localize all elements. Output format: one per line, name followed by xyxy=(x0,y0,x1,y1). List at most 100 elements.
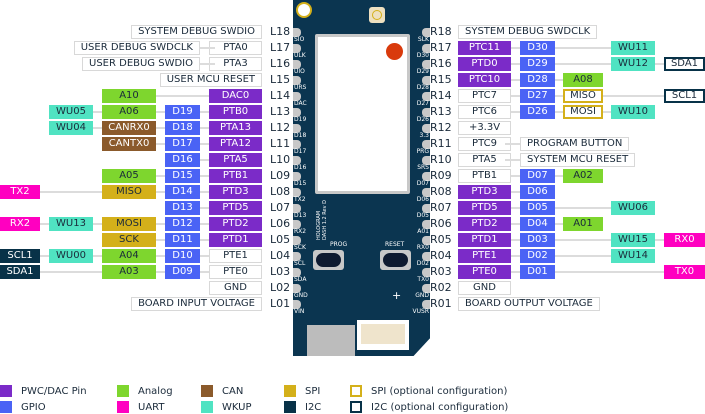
pin-label: L07 xyxy=(270,201,291,214)
pad-label: SDA xyxy=(294,276,307,283)
pin-pwm-box: PTA12 xyxy=(209,137,262,151)
pad-label: GND xyxy=(415,292,429,299)
pin-spi-box: SCK xyxy=(102,233,156,247)
pin-analog-box: A04 xyxy=(102,249,156,263)
legend-item-pwm: PWC/DAC Pin xyxy=(0,385,87,397)
pad-label: 3.3 xyxy=(419,132,429,139)
pin-analog-box: A03 xyxy=(102,265,156,279)
header-pad xyxy=(293,140,301,149)
header-pad xyxy=(422,28,430,37)
pin-plain-box: PTE1 xyxy=(209,249,262,263)
pin-label: L10 xyxy=(270,153,291,166)
pin-plain-box: GND xyxy=(209,281,262,295)
pin-wkup-box: WU14 xyxy=(611,249,655,263)
pad-label: D26 xyxy=(416,116,429,123)
pin-label: L15 xyxy=(270,73,291,86)
pin-wkup-box: WU00 xyxy=(49,249,93,263)
pin-wkup-box: WU04 xyxy=(49,121,93,135)
pad-label: D16 xyxy=(294,164,307,171)
pad-label: VUSR xyxy=(412,308,429,315)
pin-label: R04 xyxy=(430,249,452,262)
connector-line xyxy=(102,95,262,97)
pin-gpio-box: D16 xyxy=(165,153,200,167)
header-pad xyxy=(293,28,301,37)
legend-label: UART xyxy=(138,401,165,413)
legend-label: SPI (optional configuration) xyxy=(371,385,508,397)
prog-button[interactable] xyxy=(313,250,344,270)
header-pad xyxy=(293,172,301,181)
pin-label: R13 xyxy=(430,105,452,118)
pin-label: L08 xyxy=(270,185,291,198)
legend-item-analog: Analog xyxy=(117,385,173,397)
pad-label: SRS xyxy=(417,164,429,171)
pad-label: SCK xyxy=(294,244,306,251)
pin-label: L17 xyxy=(270,41,291,54)
pin-gpio-box: D13 xyxy=(165,201,200,215)
pad-label: ULK xyxy=(294,52,306,59)
pin-note: USER DEBUG SWDIO xyxy=(82,57,200,71)
pin-uart-box: TX0 xyxy=(664,265,705,279)
pin-pwm-box: DAC0 xyxy=(209,89,262,103)
plus-label: + xyxy=(392,289,402,302)
pin-plain-box: PTC9 xyxy=(458,137,511,151)
pin-plain-box: PTA0 xyxy=(209,41,262,55)
pin-label: R11 xyxy=(430,137,452,150)
pin-label: R10 xyxy=(430,153,452,166)
pin-gpio-box: D05 xyxy=(520,201,555,215)
pin-gpio-box: D03 xyxy=(520,233,555,247)
pin-i2c-opt-box: SCL1 xyxy=(664,89,705,103)
pin-note: BOARD INPUT VOLTAGE xyxy=(131,297,262,311)
header-pad xyxy=(293,76,301,85)
pin-wkup-box: WU06 xyxy=(611,201,655,215)
pad-label: RX0 xyxy=(416,244,429,251)
header-pad xyxy=(293,252,301,261)
pad-label: D15 xyxy=(294,180,307,187)
legend-label: GPIO xyxy=(21,401,46,413)
pad-label: RX2 xyxy=(294,228,307,235)
connector-line xyxy=(458,239,705,241)
pin-wkup-box: WU13 xyxy=(49,217,93,231)
silkscreen-text: HOLOGRAM DASH 1.2 Rev D xyxy=(316,200,328,240)
pin-pwm-box: PTD2 xyxy=(209,217,262,231)
reset-button[interactable] xyxy=(380,250,411,270)
pin-can-box: CANRX0 xyxy=(102,121,156,135)
pin-note: SYSTEM DEBUG SWDIO xyxy=(131,25,262,39)
pin-pwm-box: PTD3 xyxy=(458,185,511,199)
pin-gpio-box: D17 xyxy=(165,137,200,151)
pin-pwm-box: PTD1 xyxy=(209,233,262,247)
header-pad xyxy=(422,44,430,53)
pin-pwm-box: PTA5 xyxy=(209,153,262,167)
pad-label: D27 xyxy=(416,100,429,107)
header-pad xyxy=(422,156,430,165)
header-pad xyxy=(293,284,301,293)
legend-swatch xyxy=(201,401,213,413)
pin-label: R03 xyxy=(430,265,452,278)
pin-gpio-box: D12 xyxy=(165,217,200,231)
header-pad xyxy=(422,268,430,277)
pin-gpio-box: D01 xyxy=(520,265,555,279)
pin-uart-box: RX0 xyxy=(664,233,705,247)
pin-label: R12 xyxy=(430,121,452,134)
usb-port[interactable] xyxy=(307,325,355,356)
pin-pwm-box: PTD2 xyxy=(458,217,511,231)
header-pad xyxy=(422,76,430,85)
pin-gpio-box: D04 xyxy=(520,217,555,231)
connector-line xyxy=(195,63,215,65)
header-pad xyxy=(293,268,301,277)
pin-pwm-box: PTD5 xyxy=(209,201,262,215)
pin-can-box: CANTX0 xyxy=(102,137,156,151)
pin-plain-box: PTB1 xyxy=(458,169,511,183)
pin-pwm-box: PTC10 xyxy=(458,73,511,87)
pin-plain-box: +3.3V xyxy=(458,121,511,135)
header-pad xyxy=(293,204,301,213)
pin-label: L11 xyxy=(270,137,291,150)
pin-label: R06 xyxy=(430,217,452,230)
